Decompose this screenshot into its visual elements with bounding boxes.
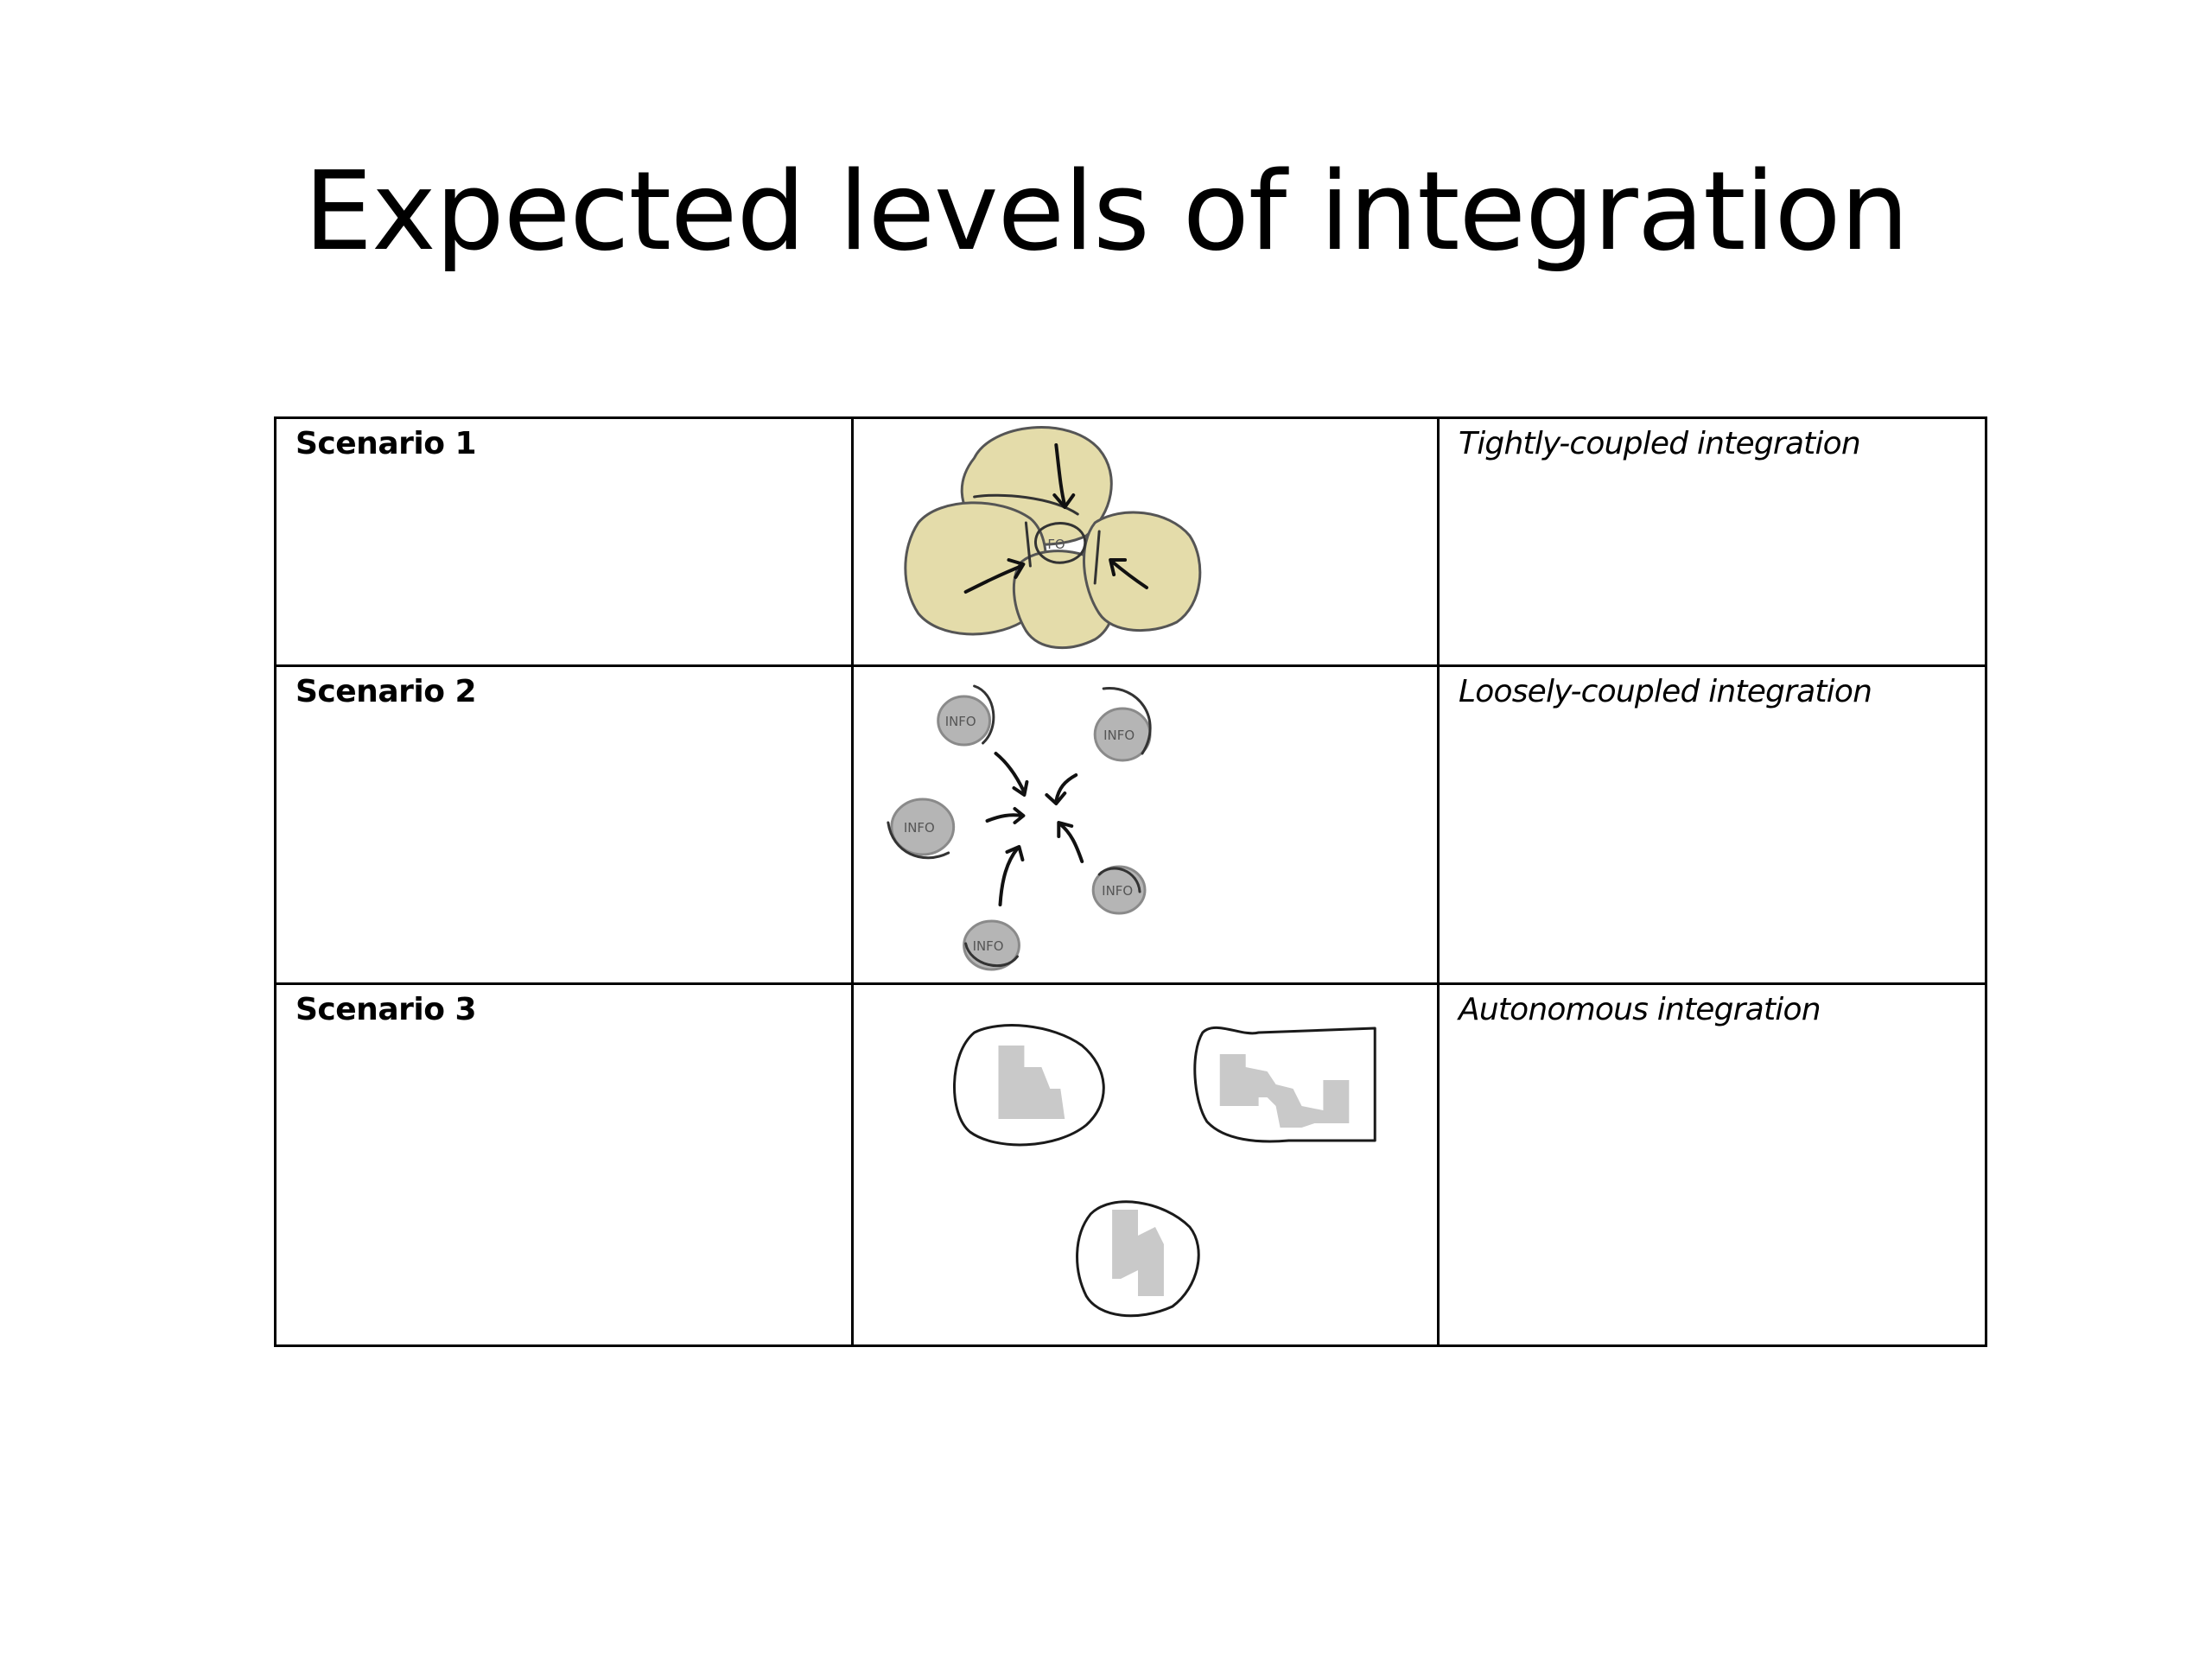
fo-label: FO [1047, 537, 1065, 552]
autonomous-sketch [953, 1024, 1376, 1318]
integration-label: Loosely-coupled integration [1459, 674, 1872, 709]
integration-label: Tightly-coupled integration [1459, 426, 1861, 461]
integration-type-cell: Tightly-coupled integration [1437, 416, 1987, 667]
scenario-figure-cell: INFO INFO INFO INFO INFO [850, 664, 1440, 985]
info-node-label: INFO [973, 938, 1004, 954]
integration-label: Autonomous integration [1459, 992, 1821, 1027]
slide-title: Expected levels of integration [303, 148, 1910, 275]
table-row: Scenario 2 INFO INFO INFO [274, 664, 1987, 985]
info-node-label: INFO [1102, 883, 1133, 899]
scenario-table: Scenario 1 FO [274, 416, 1987, 1347]
scenario-label: Scenario 1 [296, 426, 477, 461]
info-node-label: INFO [945, 714, 976, 729]
scenario-label: Scenario 3 [296, 992, 477, 1027]
scenario-name-cell: Scenario 2 [274, 664, 854, 985]
scenario-figure-cell: FO [850, 416, 1440, 667]
info-node-label: INFO [1103, 728, 1135, 743]
scenario-figure-cell [850, 982, 1440, 1347]
table-row: Scenario 3 Autonomous integration [274, 982, 1987, 1347]
scenario-name-cell: Scenario 1 [274, 416, 854, 667]
table-row: Scenario 1 FO [274, 416, 1987, 667]
integration-type-cell: Autonomous integration [1437, 982, 1987, 1347]
scenario-name-cell: Scenario 3 [274, 982, 854, 1347]
scenario-label: Scenario 2 [296, 674, 477, 709]
integration-type-cell: Loosely-coupled integration [1437, 664, 1987, 985]
info-node-label: INFO [904, 820, 935, 836]
tightly-coupled-sketch: FO [904, 426, 1202, 650]
loosely-coupled-sketch: INFO INFO INFO INFO INFO [887, 684, 1152, 971]
